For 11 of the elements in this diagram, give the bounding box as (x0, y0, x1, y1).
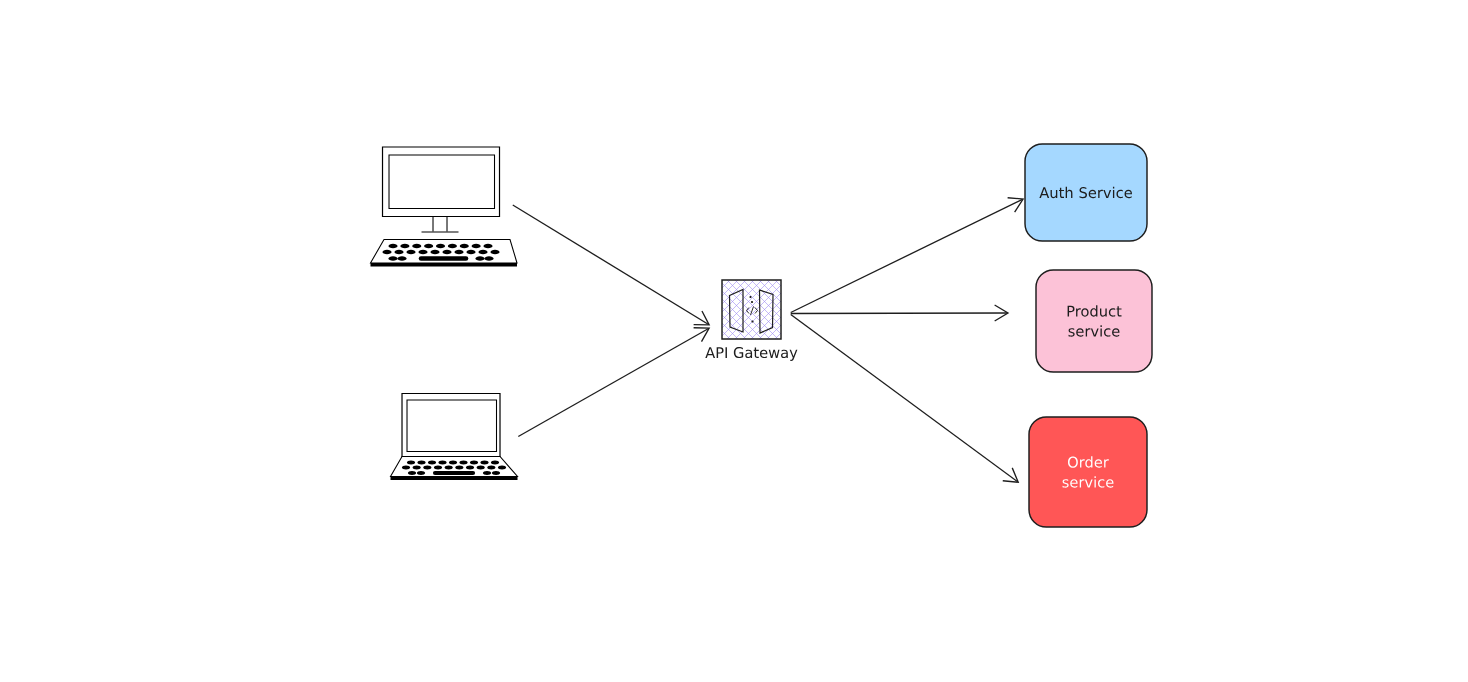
node-label: API Gateway (705, 347, 798, 361)
arrow (512, 204, 711, 326)
laptop-icon (389, 392, 519, 480)
rounded-box: Order service (1028, 416, 1148, 528)
arrow (790, 313, 1020, 483)
rounded-box: Auth Service (1024, 143, 1148, 242)
arrow (790, 304, 1010, 322)
arrow (790, 197, 1025, 314)
desktop-computer-icon (369, 146, 518, 267)
rounded-box: Product service (1035, 269, 1153, 373)
arrow (517, 327, 711, 438)
